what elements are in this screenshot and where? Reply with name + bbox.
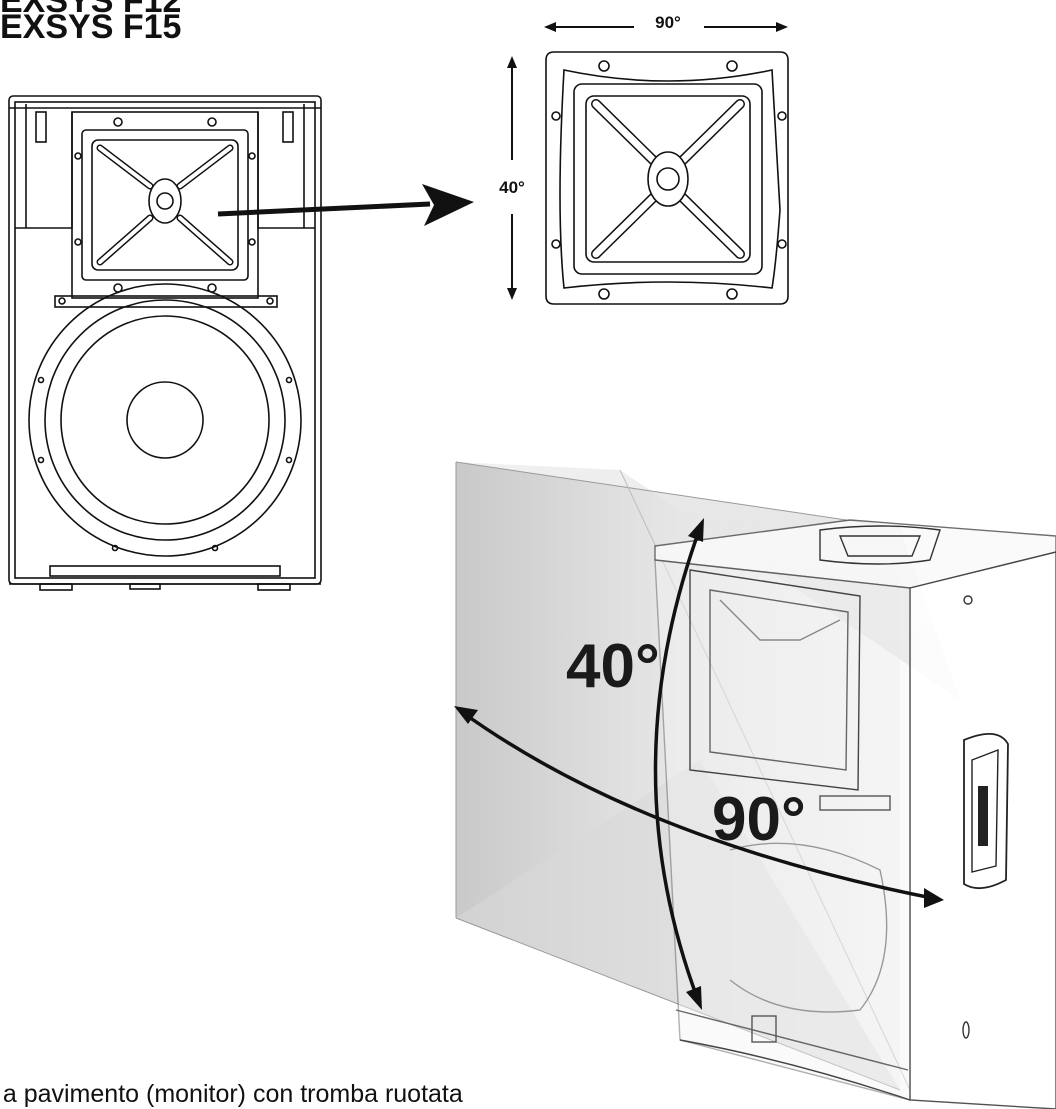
dispersion-horizontal-label: 90° (712, 785, 806, 854)
monitor-cabinet-3d (654, 519, 1056, 1109)
horn-horizontal-dimension (544, 22, 788, 32)
vertical-dispersion-arc (653, 518, 704, 1010)
model-title-f12: EXSYS F12 (0, 0, 182, 20)
caption-text: o a pavimento (monitor) con tromba ruota… (0, 1080, 463, 1108)
horn-vertical-label: 40° (499, 178, 525, 197)
horizontal-dispersion-arc (454, 706, 944, 908)
dispersion-vertical-label: 40° (566, 632, 660, 701)
model-title-f15: EXSYS F15 (0, 8, 182, 46)
detail-pointer-arrow (217, 184, 474, 226)
horn-detail (545, 51, 789, 305)
speaker-front-view (8, 95, 322, 591)
horn-horizontal-label: 90° (655, 13, 681, 32)
horn-vertical-dimension (507, 56, 517, 300)
